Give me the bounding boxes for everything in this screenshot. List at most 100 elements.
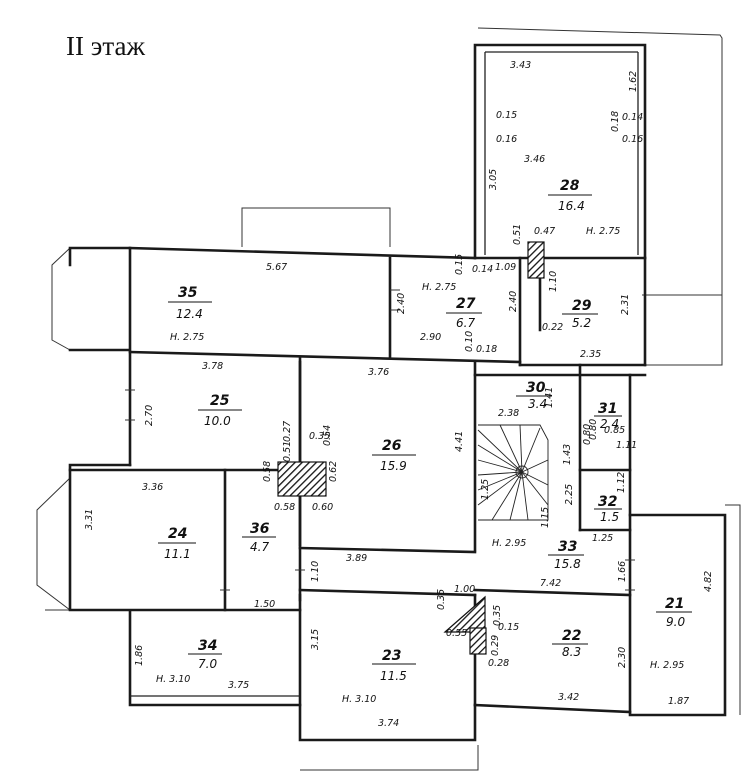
- room-area: 3.4: [528, 397, 547, 411]
- dimension-label: H. 3.10: [342, 694, 376, 705]
- dimension-label: H. 2.75: [586, 226, 620, 237]
- room-area: 9.0: [666, 615, 685, 629]
- room-22: 22 8.3: [552, 628, 588, 659]
- dimension-label: 3.31: [84, 509, 95, 530]
- dimension-label: H. 3.10: [156, 674, 190, 685]
- dimension-label: 0.35: [309, 431, 330, 442]
- chimneys: [277, 241, 545, 655]
- dimension-label: H. 2.75: [170, 332, 204, 343]
- dimension-label: 4.41: [454, 431, 465, 452]
- room-25: 25 10.0: [198, 393, 242, 428]
- dimension-label: 0.27: [282, 421, 293, 442]
- floor-title: II этаж: [66, 31, 145, 61]
- dimension-label: 0.18: [476, 344, 497, 355]
- room-area: 2.4: [600, 417, 619, 431]
- room-24: 24 11.1: [158, 526, 196, 561]
- room-28: 28 16.4: [548, 178, 592, 213]
- room-number: 31: [598, 401, 617, 417]
- dimension-label: 1.87: [668, 696, 689, 707]
- dimension-label: 4.82: [703, 571, 714, 592]
- dimension-label: 0.28: [488, 658, 509, 669]
- dimension-label: 0.16: [496, 134, 517, 145]
- room-area: 6.7: [456, 316, 475, 330]
- room-area: 16.4: [558, 199, 585, 213]
- room-21: 21 9.0: [656, 596, 692, 629]
- room-number: 29: [572, 298, 592, 314]
- room-34: 34 7.0: [188, 638, 222, 671]
- dimension-label: 1.00: [454, 584, 475, 595]
- dimension-label: 1.10: [310, 561, 321, 582]
- room-36: 36 4.7: [242, 521, 276, 554]
- dimension-label: 7.42: [540, 578, 561, 589]
- room-number: 32: [598, 494, 617, 510]
- dimension-label: H. 2.75: [422, 282, 456, 293]
- dimension-label: 3.42: [558, 692, 579, 703]
- dimension-label: 3.15: [310, 629, 321, 650]
- room-23: 23 11.5: [372, 648, 416, 683]
- room-area: 5.2: [572, 316, 591, 330]
- room-number: 23: [382, 648, 401, 664]
- dimension-label: 2.35: [580, 349, 601, 360]
- dimension-label: 0.85: [604, 425, 625, 436]
- dimension-label: 0.62: [328, 461, 339, 482]
- dimension-label: 1.11: [616, 440, 637, 451]
- room-area: 11.5: [380, 669, 407, 683]
- room-area: 15.8: [554, 557, 581, 571]
- dimension-label: 1.43: [562, 444, 573, 465]
- dimension-label: 0.80: [582, 424, 593, 445]
- dimension-label: 0.51: [512, 224, 523, 245]
- dimension-label: 1.62: [628, 71, 639, 92]
- room-area: 1.5: [600, 510, 619, 524]
- dimension-label: 0.58: [262, 461, 273, 482]
- dimension-label: 1.10: [548, 271, 559, 292]
- room-area: 8.3: [562, 645, 581, 659]
- dimension-label: 1.15: [540, 507, 551, 528]
- room-number: 25: [210, 393, 230, 409]
- dimension-label: 1.66: [617, 561, 628, 582]
- room-number: 28: [560, 178, 580, 194]
- dimension-label: 0.29: [490, 635, 501, 656]
- room-number: 34: [198, 638, 217, 654]
- room-number: 33: [558, 539, 577, 555]
- dimension-label: 3.36: [142, 482, 163, 493]
- room-area: 4.7: [250, 540, 269, 554]
- dimension-label: 1.41: [544, 387, 555, 408]
- dimension-label: 0.35: [492, 605, 503, 626]
- room-35: 35 12.4: [168, 285, 212, 321]
- room-number: 36: [250, 521, 270, 537]
- dimension-label: 3.05: [488, 169, 499, 190]
- walls: [68, 43, 727, 742]
- dimension-label: 2.90: [420, 332, 441, 343]
- dimension-label: 0.55: [446, 628, 467, 639]
- room-number: 35: [178, 285, 198, 301]
- dimension-label: 2.70: [144, 405, 155, 426]
- dimension-label: 2.25: [564, 484, 575, 505]
- room-number: 22: [562, 628, 581, 644]
- staircase: [477, 424, 549, 521]
- room-29: 29 5.2: [562, 298, 598, 330]
- exterior-lines: [36, 27, 741, 771]
- room-area: 7.0: [198, 657, 217, 671]
- dimension-label: 3.76: [368, 367, 389, 378]
- dimension-label: 0.18: [610, 111, 621, 132]
- dimension-label: 0.51: [282, 441, 293, 462]
- room-area: 11.1: [164, 547, 191, 561]
- room-32: 32 1.5: [594, 494, 622, 524]
- dimension-label: 2.30: [617, 647, 628, 668]
- room-30: 30 3.4: [516, 380, 552, 411]
- room-number: 24: [168, 526, 187, 542]
- dimension-label: 1.25: [592, 533, 613, 544]
- dimension-label: 1.50: [254, 599, 275, 610]
- dimension-label: 0.14: [472, 264, 493, 275]
- dimension-label: 1.86: [134, 645, 145, 666]
- dimension-label: 0.15: [498, 622, 519, 633]
- dimension-label: 2.40: [396, 293, 407, 314]
- room-number: 21: [665, 596, 684, 612]
- dimension-label: 0.22: [542, 322, 563, 333]
- dimension-labels: 3.43 1.62 0.15 0.16 3.05 3.46 0.18 0.14 …: [84, 60, 714, 729]
- dimension-label: 0.47: [534, 226, 555, 237]
- room-area: 12.4: [176, 307, 203, 321]
- dimension-label: 3.74: [378, 718, 399, 729]
- room-33: 33 15.8: [548, 539, 584, 571]
